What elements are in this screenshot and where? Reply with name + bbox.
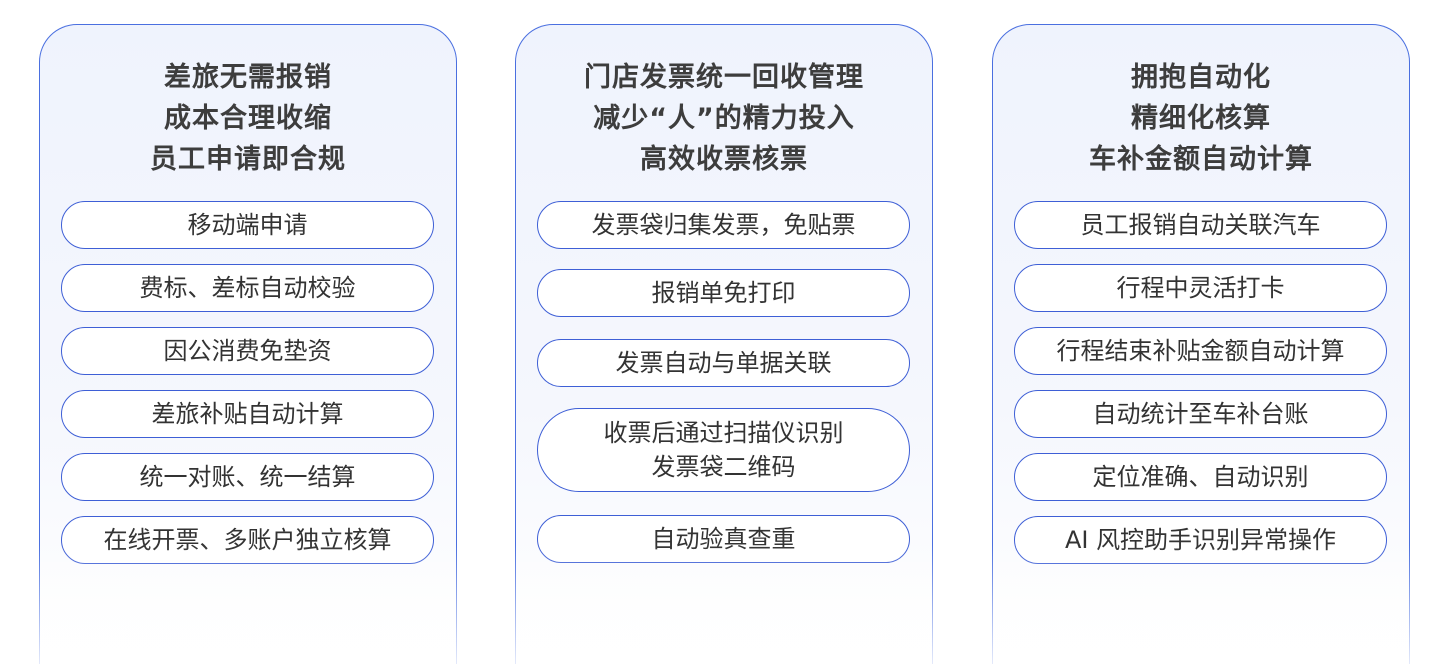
feature-pill[interactable]: 自动统计至车补台账: [1014, 390, 1387, 438]
card-title-line: 门店发票统一回收管理: [584, 62, 864, 93]
feature-pill-label: 差旅补贴自动计算: [151, 400, 344, 428]
card-title: 拥抱自动化 精细化核算 车补金额自动计算: [993, 57, 1409, 180]
feature-pill-label: 因公消费免垫资: [163, 337, 332, 365]
feature-pill[interactable]: 收票后通过扫描仪识别 发票袋二维码: [537, 408, 910, 492]
feature-card-car-allowance: 拥抱自动化 精细化核算 车补金额自动计算 员工报销自动关联汽车 行程中灵活打卡 …: [990, 24, 1412, 664]
feature-pill[interactable]: 费标、差标自动校验: [61, 264, 434, 312]
feature-pill-label: 发票袋归集发票，免贴票: [591, 211, 856, 239]
feature-pill-label: 发票自动与单据关联: [615, 349, 832, 377]
feature-pill-label: 统一对账、统一结算: [139, 463, 356, 491]
feature-card-invoice: 门店发票统一回收管理 减少“人”的精力投入 高效收票核票 发票袋归集发票，免贴票…: [513, 24, 935, 664]
card-title-line: 减少“人”的精力投入: [593, 103, 855, 134]
feature-pill[interactable]: 员工报销自动关联汽车: [1014, 201, 1387, 249]
feature-pill[interactable]: 因公消费免垫资: [61, 327, 434, 375]
feature-pill-label: 在线开票、多账户独立核算: [103, 526, 392, 554]
feature-pill-label: 自动验真查重: [651, 525, 796, 553]
feature-pill[interactable]: 发票袋归集发票，免贴票: [537, 201, 910, 249]
card-title-line: 拥抱自动化: [1131, 62, 1271, 93]
feature-pill-label: AI 风控助手识别异常操作: [1064, 526, 1337, 554]
feature-pill[interactable]: AI 风控助手识别异常操作: [1014, 516, 1387, 564]
card-title: 差旅无需报销 成本合理收缩 员工申请即合规: [40, 57, 456, 180]
feature-pill-label: 收票后通过扫描仪识别: [603, 419, 844, 447]
card-title-line: 高效收票核票: [640, 144, 808, 175]
feature-pill-label: 行程中灵活打卡: [1116, 274, 1285, 302]
feature-pill-label: 行程结束补贴金额自动计算: [1056, 337, 1345, 365]
feature-pill[interactable]: 在线开票、多账户独立核算: [61, 516, 434, 564]
card-title-line: 成本合理收缩: [164, 103, 332, 134]
feature-pill[interactable]: 移动端申请: [61, 201, 434, 249]
feature-card-travel: 差旅无需报销 成本合理收缩 员工申请即合规 移动端申请 费标、差标自动校验 因公…: [37, 24, 459, 664]
feature-pill[interactable]: 差旅补贴自动计算: [61, 390, 434, 438]
feature-pill-label: 移动端申请: [187, 211, 308, 239]
feature-pill-label: 自动统计至车补台账: [1092, 400, 1309, 428]
card-title-line: 员工申请即合规: [150, 144, 346, 175]
feature-pill-label: 定位准确、自动识别: [1092, 463, 1309, 491]
card-title-line: 差旅无需报销: [164, 62, 332, 93]
card-title: 门店发票统一回收管理 减少“人”的精力投入 高效收票核票: [516, 57, 932, 180]
feature-pill[interactable]: 自动验真查重: [537, 515, 910, 563]
card-title-line: 车补金额自动计算: [1089, 144, 1313, 175]
feature-pill[interactable]: 定位准确、自动识别: [1014, 453, 1387, 501]
card-title-line: 精细化核算: [1131, 103, 1271, 134]
feature-pill-label: 发票袋二维码: [651, 453, 796, 481]
feature-pill[interactable]: 发票自动与单据关联: [537, 339, 910, 387]
feature-pill[interactable]: 行程中灵活打卡: [1014, 264, 1387, 312]
feature-pill-label: 报销单免打印: [651, 279, 796, 307]
feature-pill[interactable]: 统一对账、统一结算: [61, 453, 434, 501]
feature-pill-label: 员工报销自动关联汽车: [1080, 211, 1321, 239]
feature-pill-label: 费标、差标自动校验: [139, 274, 356, 302]
feature-pill[interactable]: 报销单免打印: [537, 269, 910, 317]
feature-pill[interactable]: 行程结束补贴金额自动计算: [1014, 327, 1387, 375]
